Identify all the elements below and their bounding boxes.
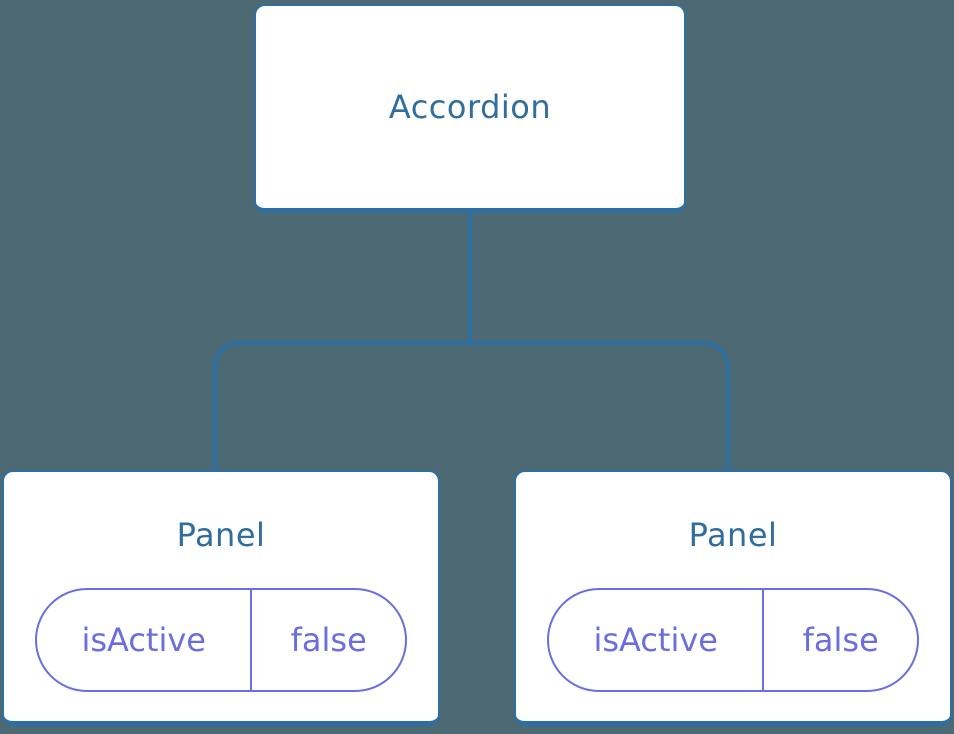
state-value: false [802, 621, 879, 659]
panel-node-label: Panel [176, 516, 266, 554]
connector-bracket [213, 341, 730, 470]
panel-node-label: Panel [688, 516, 778, 554]
state-key: isActive [549, 590, 765, 690]
panel-node-left: Panel isActive false [2, 470, 440, 726]
connector-stem [468, 211, 472, 343]
accordion-node-label: Accordion [388, 88, 552, 126]
state-value: false [290, 621, 367, 659]
state-pill: isActive false [547, 588, 919, 692]
state-key: isActive [37, 590, 253, 690]
panel-node-right: Panel isActive false [514, 470, 952, 726]
state-pill: isActive false [35, 588, 407, 692]
accordion-node: Accordion [254, 4, 686, 213]
